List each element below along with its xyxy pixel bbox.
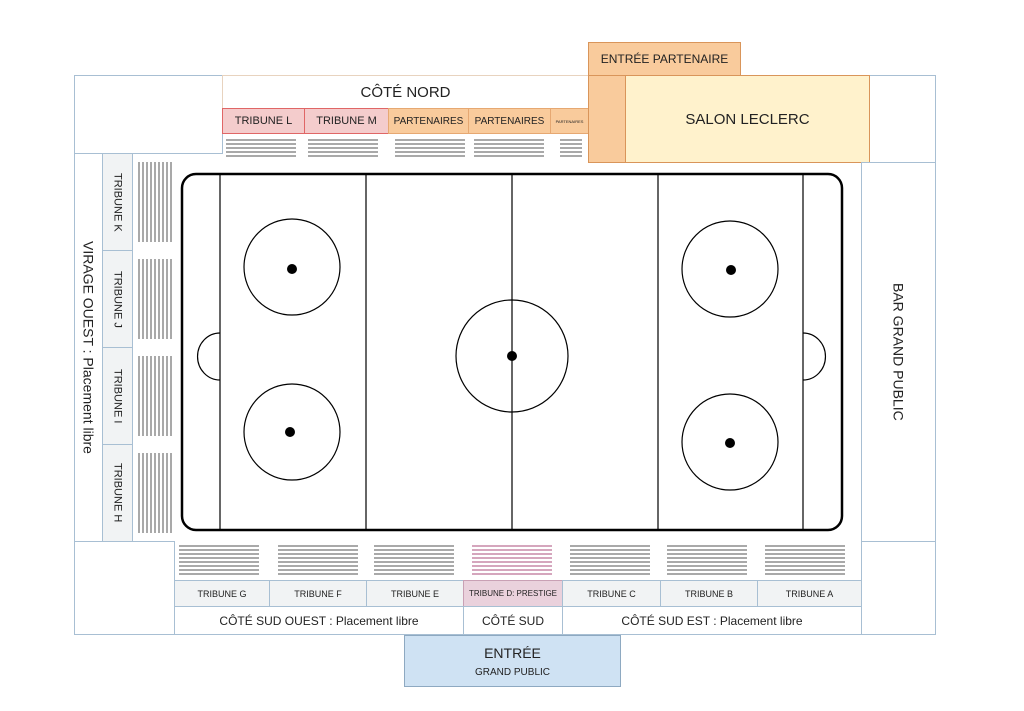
center-dot: [507, 351, 517, 361]
bar-grand-public[interactable]: BAR GRAND PUBLIC: [861, 162, 936, 542]
seats-h: [136, 453, 172, 533]
faceoff-dot: [725, 438, 735, 448]
seats-c: [570, 543, 650, 577]
seats-p3: [560, 137, 582, 157]
tribune-d-prestige[interactable]: TRIBUNE D: PRESTIGE: [463, 580, 563, 607]
goal-crease-right: [802, 332, 827, 381]
seats-d: [472, 543, 552, 577]
seats-j: [136, 259, 172, 339]
entree-partenaire[interactable]: ENTRÉE PARTENAIRE: [588, 42, 741, 76]
salon-leclerc[interactable]: SALON LECLERC: [625, 75, 870, 163]
seats-e: [374, 543, 454, 577]
faceoff-dot: [726, 265, 736, 275]
tribune-k[interactable]: TRIBUNE K: [102, 153, 133, 251]
tribune-l[interactable]: TRIBUNE L: [222, 108, 305, 134]
tribune-b[interactable]: TRIBUNE B: [660, 580, 758, 607]
seats-l: [226, 137, 296, 157]
entree-grand-public[interactable]: ENTRÉE GRAND PUBLIC: [404, 635, 621, 687]
tribune-h[interactable]: TRIBUNE H: [102, 444, 133, 542]
seats-b: [667, 543, 747, 577]
partenaires-1[interactable]: PARTENAIRES: [388, 108, 469, 134]
seats-a: [765, 543, 845, 577]
tribune-j[interactable]: TRIBUNE J: [102, 250, 133, 348]
faceoff-circle: [681, 393, 779, 491]
center-circle: [455, 299, 569, 413]
tribune-m[interactable]: TRIBUNE M: [304, 108, 389, 134]
entree-subtitle: GRAND PUBLIC: [474, 666, 550, 678]
tribune-e[interactable]: TRIBUNE E: [366, 580, 464, 607]
seats-m: [308, 137, 378, 157]
faceoff-dot: [287, 264, 297, 274]
seats-f: [278, 543, 358, 577]
tribune-c[interactable]: TRIBUNE C: [562, 580, 661, 607]
cote-sud-est[interactable]: CÔTÉ SUD EST : Placement libre: [562, 606, 862, 635]
faceoff-circle: [681, 220, 779, 318]
seats-g: [179, 543, 259, 577]
tribune-g[interactable]: TRIBUNE G: [174, 580, 270, 607]
tribune-f[interactable]: TRIBUNE F: [269, 580, 367, 607]
partenaires-2[interactable]: PARTENAIRES: [468, 108, 551, 134]
faceoff-circle: [243, 383, 341, 481]
entree-title: ENTRÉE: [484, 644, 541, 661]
faceoff-circle: [243, 218, 341, 316]
seats-p2: [474, 137, 544, 157]
goal-crease-left: [196, 332, 221, 381]
seats-k: [136, 162, 172, 242]
seats-i: [136, 356, 172, 436]
partenaires-3[interactable]: PARTENAIRES: [550, 108, 589, 134]
tribune-i[interactable]: TRIBUNE I: [102, 347, 133, 445]
faceoff-dot: [285, 427, 295, 437]
tribune-a[interactable]: TRIBUNE A: [757, 580, 862, 607]
seats-p1: [395, 137, 465, 157]
